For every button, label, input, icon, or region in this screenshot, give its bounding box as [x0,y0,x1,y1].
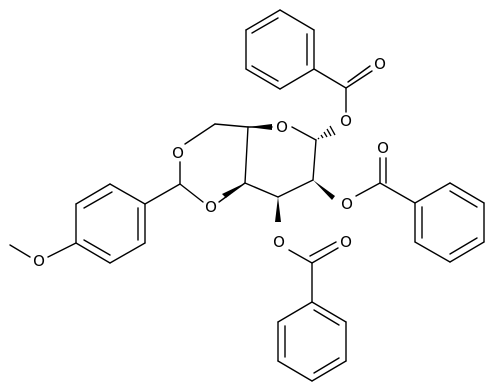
wedge-c3-o [275,197,281,222]
benzoate-c2 [355,157,485,263]
bond-o-c1 [291,126,317,141]
bond-c2-c3 [277,179,314,198]
bond-co-a [345,70,373,89]
wedge-c2-o [313,180,335,200]
atom-o-ring: O [276,118,288,136]
atom-o-acetal-bottom: O [205,198,217,216]
bond-ar5 [109,242,146,264]
pyranose-ring [244,126,317,198]
ph3-in1 [313,309,340,326]
bond-o-c-c3 [288,249,313,264]
benzoate-c3 [277,241,347,382]
atom-o-methoxy: O [33,252,45,270]
bond-c-ph2 [379,182,416,204]
ph1-in3 [251,65,279,82]
bond-c1-c2 [312,139,317,181]
wedge-c5-o [248,124,272,130]
acetal-ring [179,123,249,203]
atom-labels: O O O O O O O O O O [33,55,389,270]
ph1-in2 [251,17,279,34]
ph2-d [449,241,485,263]
ph2-in2 [449,190,478,208]
ph3-c [311,360,347,382]
ph1-f [279,68,315,90]
bond-co3-a [311,247,339,264]
bond-co3-b [309,241,337,257]
bond-c-ph [313,68,347,89]
bond-acetal-aryl [144,183,181,205]
ph2-in3 [449,237,478,255]
bond-co-b [347,65,371,83]
ph3-a [311,301,347,323]
wedge-c4-o [222,183,245,198]
atom-o-carbonyl-anomeric: O [374,55,386,73]
bond-ar-inner2 [83,239,111,256]
bond-o-methyl [9,244,31,258]
ph1-c [245,9,281,31]
ph2-b [449,182,485,204]
atom-o-acetal-top: O [172,144,184,162]
atom-o-carbonyl-c2: O [377,139,389,157]
bond-c4-c5 [244,126,249,184]
bond-o-c-c2 [355,182,381,197]
bond-c5-c6 [214,123,249,128]
ph3-f [277,301,313,323]
ph1-e [245,68,281,90]
bond-c3-c4 [244,182,279,198]
bond-ar1 [109,183,146,205]
atom-o-ester-c2: O [341,195,353,213]
hash-c1-o [317,125,336,140]
bond-ar-ome [47,242,77,258]
ph3-d [277,360,313,382]
ph1-b [279,9,315,31]
bond-acetal-c-o [179,183,204,203]
atom-o-carbonyl-c3: O [340,233,352,251]
ph2-e [414,241,451,263]
bond-ar-inner1 [83,191,113,209]
atom-o-ester-anomeric: O [340,112,352,130]
bond-ar4 [75,242,111,264]
benzoate-anomeric [245,9,373,113]
atom-o-ester-c3: O [273,233,285,251]
ph3-in2 [313,357,340,374]
bond-c6-o [184,123,216,145]
bond-ar2 [75,183,111,205]
ph2-a [414,182,451,204]
methoxyphenyl-group [9,183,181,264]
